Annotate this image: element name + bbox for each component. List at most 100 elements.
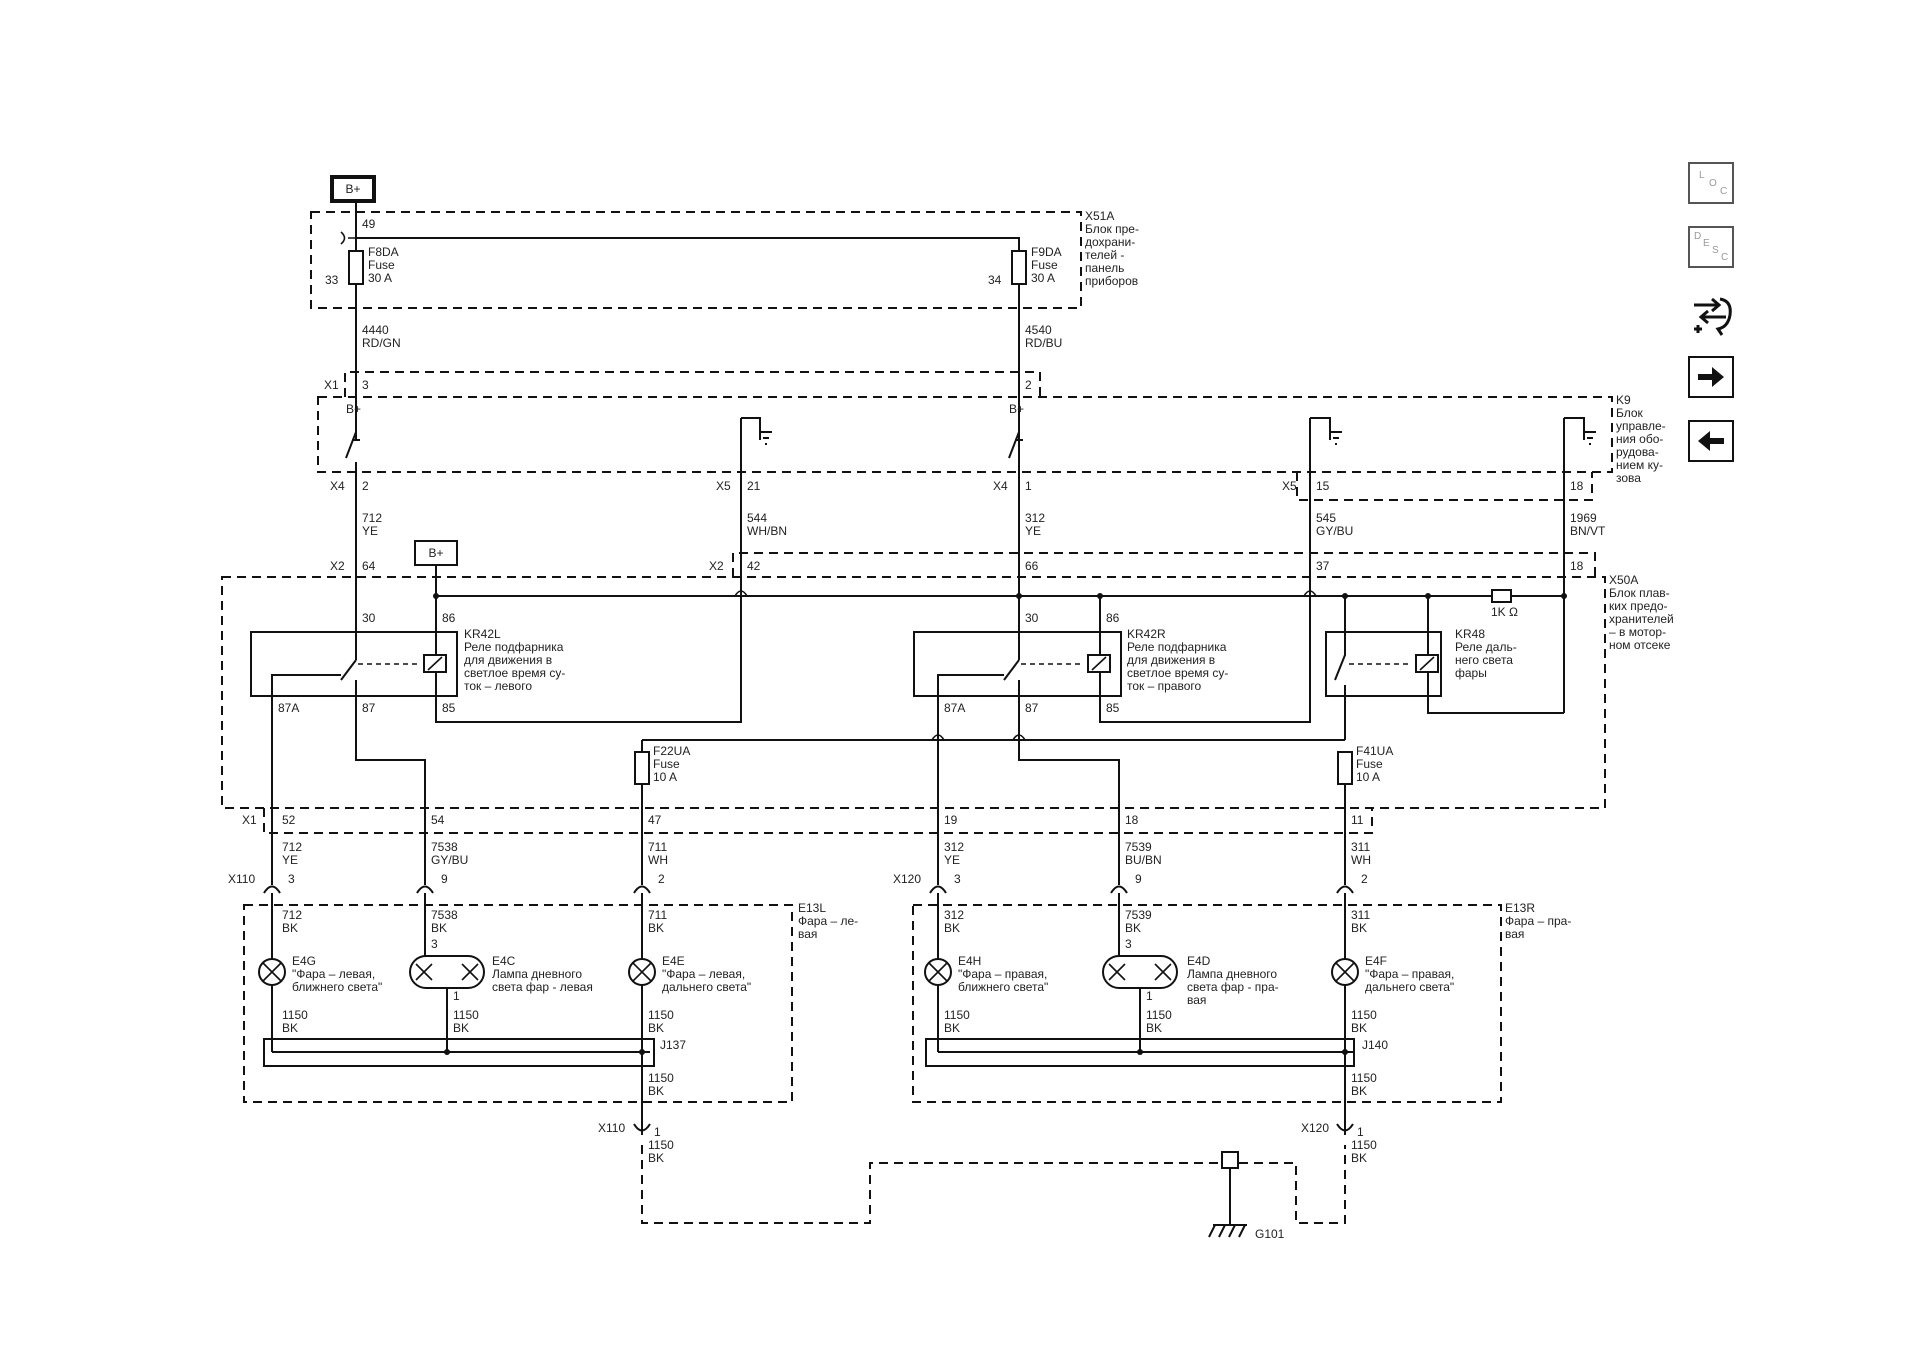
feed-wire-bus [356, 237, 1020, 470]
svg-text:BK: BK [1351, 1021, 1367, 1035]
x51a-input-mark [340, 231, 356, 245]
svg-text:BK: BK [1125, 921, 1141, 935]
svg-text:света фар - пра-: света фар - пра- [1187, 980, 1279, 994]
svg-text:вая: вая [1187, 993, 1206, 1007]
svg-text:15: 15 [1316, 479, 1330, 493]
svg-text:ближнего света": ближнего света" [958, 980, 1048, 994]
desc-button[interactable]: D E S C [1688, 226, 1734, 268]
svg-text:712: 712 [282, 908, 302, 922]
x50a-bus-wire [435, 565, 1564, 597]
lamp-e4g-label: E4G "Фара – левая, ближнего света" [292, 954, 382, 994]
svg-text:BK: BK [648, 1021, 664, 1035]
svg-text:30: 30 [362, 611, 376, 625]
relay-kr42l-box [250, 631, 458, 697]
svg-text:E4D: E4D [1187, 954, 1211, 968]
svg-text:приборов: приборов [1085, 274, 1138, 288]
k9-ground-switch-21 [741, 417, 772, 445]
lamp-e4e-cross [632, 962, 652, 982]
next-button[interactable] [1688, 356, 1734, 398]
svg-text:Блок: Блок [1616, 406, 1644, 420]
svg-text:BK: BK [1351, 1084, 1367, 1098]
lamp-e4f-cross [1335, 962, 1355, 982]
svg-text:X110: X110 [228, 872, 255, 886]
svg-text:BK: BK [648, 1151, 664, 1165]
svg-text:2: 2 [362, 479, 369, 493]
svg-text:YE: YE [282, 853, 298, 867]
svg-text:вая: вая [1505, 927, 1524, 941]
svg-text:47: 47 [648, 813, 662, 827]
svg-text:712: 712 [362, 511, 382, 525]
relay-kr42r-box [913, 631, 1122, 697]
svg-text:85: 85 [442, 701, 456, 715]
svg-text:управле-: управле- [1616, 419, 1666, 433]
k9-switch-right [1008, 431, 1023, 459]
svg-text:"Фара – правая,: "Фара – правая, [958, 967, 1047, 981]
loc-button[interactable]: L O C [1688, 162, 1734, 204]
svg-text:RD/BU: RD/BU [1025, 336, 1062, 350]
kr42r-87-out [1018, 680, 1120, 885]
previous-button[interactable] [1688, 420, 1734, 462]
svg-text:GY/BU: GY/BU [1316, 524, 1353, 538]
e13l-block-outline [243, 904, 793, 1103]
svg-text:87A: 87A [278, 701, 299, 715]
svg-text:711: 711 [648, 840, 667, 854]
svg-text:BU/BN: BU/BN [1125, 853, 1162, 867]
svg-text:ближнего света": ближнего света" [292, 980, 382, 994]
svg-text:64: 64 [362, 559, 376, 573]
svg-text:WH: WH [648, 853, 668, 867]
splice-j140-dot-1 [1137, 1049, 1143, 1055]
svg-text:BN/VT: BN/VT [1570, 524, 1606, 538]
relay-kr42l-coil-leads [435, 596, 741, 723]
k9-connector-x5-outline [1296, 472, 1593, 501]
resistor-1k [1491, 589, 1512, 603]
svg-text:54: 54 [431, 813, 445, 827]
svg-text:E13L: E13L [798, 901, 826, 915]
svg-text:ния обо-: ния обо- [1616, 432, 1663, 446]
b-plus-top: B+ [330, 175, 376, 203]
fuse-feed-left [641, 739, 1345, 752]
ground-g101-terminal [1221, 1151, 1239, 1169]
svg-text:42: 42 [747, 559, 761, 573]
desc-letter-d: D [1694, 231, 1702, 242]
svg-text:3: 3 [362, 378, 369, 392]
fuse-f9da-label: F9DA Fuse 30 A [1031, 245, 1062, 285]
svg-text:F9DA: F9DA [1031, 245, 1062, 259]
svg-text:4540: 4540 [1025, 323, 1052, 337]
svg-text:9: 9 [1135, 872, 1142, 886]
svg-text:F41UA: F41UA [1356, 744, 1393, 758]
svg-text:ток – левого: ток – левого [464, 679, 532, 693]
svg-text:30: 30 [1025, 611, 1039, 625]
svg-text:– в мотор-: – в мотор- [1609, 625, 1666, 639]
connector-x120-pins [929, 885, 1354, 894]
svg-text:4440: 4440 [362, 323, 389, 337]
svg-text:18: 18 [1570, 559, 1584, 573]
svg-text:1150: 1150 [1351, 1071, 1377, 1085]
lamp-e4d [1102, 955, 1178, 989]
relay-kr42l-coil-mark [427, 656, 443, 671]
svg-text:Лампа дневного: Лампа дневного [492, 967, 582, 981]
svg-text:1150: 1150 [944, 1008, 970, 1022]
svg-text:X2: X2 [330, 559, 345, 573]
svg-text:вая: вая [798, 927, 817, 941]
svg-text:света фар - левая: света фар - левая [492, 980, 593, 994]
svg-text:X5: X5 [716, 479, 731, 493]
connector-view-button[interactable] [1688, 291, 1734, 339]
svg-text:E4C: E4C [492, 954, 516, 968]
svg-text:34: 34 [988, 273, 1002, 287]
svg-text:86: 86 [442, 611, 456, 625]
svg-text:зова: зова [1616, 471, 1641, 485]
block-k9-label: K9 Блок управле- ния обо- рудова- нием к… [1616, 393, 1666, 485]
svg-text:X120: X120 [1301, 1121, 1329, 1135]
k9-switch-left [345, 431, 360, 459]
svg-text:J137: J137 [660, 1038, 686, 1052]
svg-text:52: 52 [282, 813, 296, 827]
svg-text:WH/BN: WH/BN [747, 524, 787, 538]
svg-text:49: 49 [362, 217, 376, 231]
relay-kr48-label: KR48 Реле даль- него света фары [1455, 627, 1517, 680]
svg-text:"Фара – левая,: "Фара – левая, [292, 967, 375, 981]
svg-text:11: 11 [1351, 813, 1364, 827]
svg-text:1150: 1150 [648, 1138, 674, 1152]
svg-text:Лампа дневного: Лампа дневного [1187, 967, 1277, 981]
loc-letter-o: O [1709, 178, 1717, 189]
